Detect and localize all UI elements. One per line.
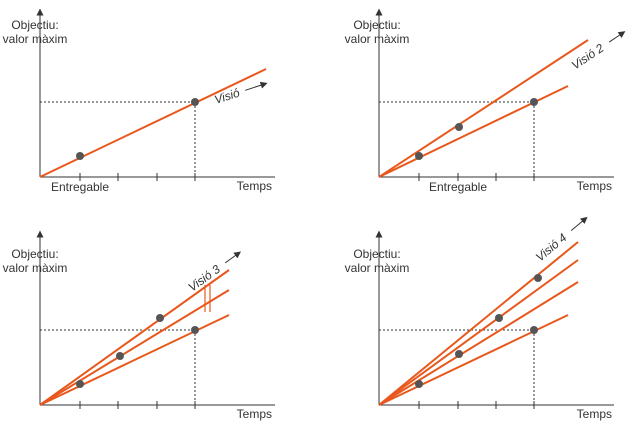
trajectory-line (39, 289, 230, 406)
milestone-dot (455, 123, 463, 131)
tick-label-entregable: Entregable (429, 180, 487, 194)
milestone-dot (495, 314, 503, 322)
milestone-dot (530, 98, 538, 106)
trajectory-line (39, 314, 230, 406)
trajectory-line (378, 259, 579, 406)
milestone-dot (191, 98, 199, 106)
trajectory-line (39, 269, 230, 406)
panel-1: Objectiu: valor màxim Temps Entregable V… (3, 8, 275, 194)
y-label-line-1: Objectiu: (353, 247, 400, 261)
milestone-dot (76, 152, 84, 160)
vision-label: Visió (213, 85, 242, 106)
vision-label: Visió 4 (533, 230, 570, 264)
milestone-dot (156, 314, 164, 322)
milestone-dot (191, 326, 199, 334)
milestone-dot (530, 326, 538, 334)
milestone-dot (76, 380, 84, 388)
trajectory-line (378, 39, 589, 178)
vision-label-group: Visió 3 (186, 251, 242, 294)
vision-arrow-icon (245, 81, 268, 91)
x-label: Temps (577, 407, 612, 421)
y-label-line-2: valor màxim (345, 261, 410, 275)
panel-4: Objectiu: valor màxim Temps Visió 4 (345, 216, 614, 421)
y-label-line-2: valor màxim (3, 261, 68, 275)
vision-label: Visió 2 (569, 41, 607, 73)
y-label-line-1: Objectiu: (11, 18, 58, 32)
y-label-line-2: valor màxim (3, 32, 68, 46)
x-label: Temps (237, 179, 272, 193)
y-label-line-2: valor màxim (345, 32, 410, 46)
y-label-line-1: Objectiu: (353, 18, 400, 32)
vision-arrow-icon (608, 31, 626, 43)
panel-2: Objectiu: valor màxim Temps Entregable V… (345, 8, 626, 194)
trajectory-line (378, 85, 569, 178)
milestone-dot (116, 352, 124, 360)
trajectory-line (39, 68, 267, 178)
x-label: Temps (237, 407, 272, 421)
panel-3: Objectiu: valor màxim Temps Visió 3 (3, 230, 275, 421)
vision-arrow-icon (570, 216, 588, 232)
milestone-dot (415, 380, 423, 388)
vision-arrow-icon (224, 251, 242, 264)
y-label-line-1: Objectiu: (11, 247, 58, 261)
milestone-dot (415, 152, 423, 160)
trajectory-line (378, 281, 579, 406)
trajectory-line (378, 241, 579, 406)
x-label: Temps (577, 179, 612, 193)
milestone-dot (455, 350, 463, 358)
milestone-dot (534, 274, 542, 282)
tick-label-entregable: Entregable (51, 180, 109, 194)
vision-label-group: Visió 2 (569, 31, 626, 73)
